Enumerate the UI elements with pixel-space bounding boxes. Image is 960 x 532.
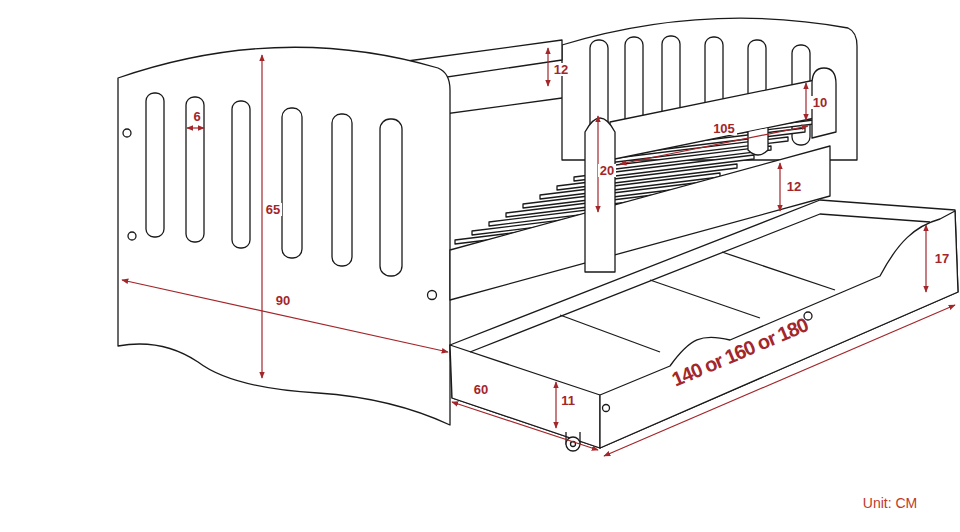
dimension-line — [779, 163, 780, 211]
front-headboard-part — [128, 232, 136, 240]
dimension-line — [604, 305, 955, 456]
dimension-label: 10 — [811, 96, 829, 109]
drawer-part — [450, 345, 600, 448]
front-headboard-part — [282, 108, 302, 258]
dimension-label: 105 — [711, 122, 737, 135]
dimension-label: 17 — [933, 252, 951, 265]
dimension-label: 140 or 160 or 180 — [667, 314, 812, 391]
guard-rail-part — [585, 118, 615, 272]
dimension-label: 65 — [264, 203, 282, 216]
dimension-line — [452, 402, 598, 450]
front-headboard-part — [232, 101, 250, 248]
dimension-label: 90 — [274, 294, 292, 307]
dimension-label: 12 — [785, 180, 803, 193]
drawer-part — [600, 211, 958, 448]
front-headboard-part — [146, 93, 164, 237]
dimension-line — [547, 48, 548, 86]
dimension-line — [805, 83, 806, 120]
front-headboard-part — [428, 291, 437, 300]
dimension-line — [187, 127, 204, 128]
front-headboard-part — [186, 97, 204, 242]
front-headboard-part — [118, 47, 450, 425]
front-headboard-part — [332, 114, 352, 266]
unit-note: Unit: CM — [861, 496, 919, 510]
dimension-label: 12 — [552, 63, 570, 76]
dimension-label: 6 — [191, 110, 202, 123]
dimension-line — [261, 55, 262, 378]
dimension-line — [555, 382, 556, 428]
dimension-label: 20 — [598, 164, 616, 177]
drawer-part — [560, 315, 660, 352]
drawer-part — [650, 280, 760, 318]
front-headboard-part — [123, 129, 131, 137]
dimension-label: 11 — [559, 394, 577, 407]
front-headboard-part — [380, 119, 402, 276]
drawer-part — [603, 405, 610, 412]
dimension-label: 60 — [472, 383, 490, 396]
drawer-part — [450, 200, 958, 448]
drawer-part — [722, 252, 835, 290]
guard-rail-part — [610, 80, 815, 160]
drawer-part — [470, 214, 930, 352]
front-headboard — [118, 47, 450, 425]
dimension-lines — [122, 48, 955, 456]
dimension-line — [925, 225, 926, 292]
guard-rail-part — [748, 128, 768, 155]
dimension-line — [122, 280, 448, 352]
